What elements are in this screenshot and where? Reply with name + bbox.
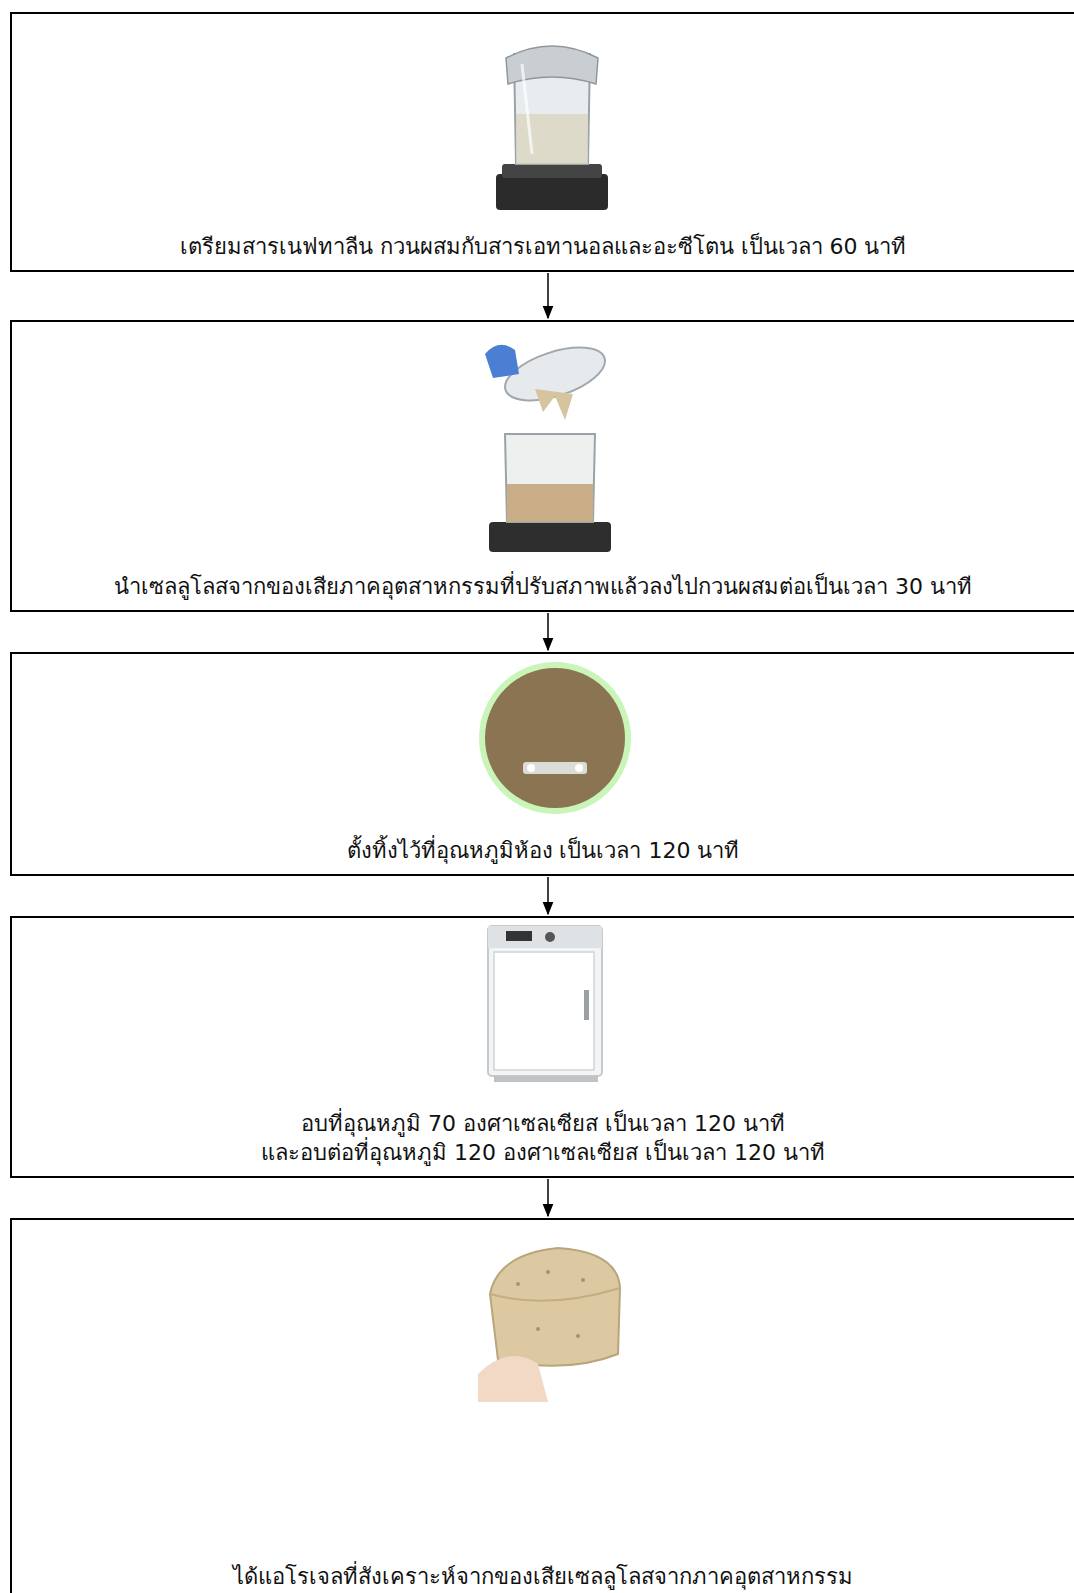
slide-spot <box>575 764 583 772</box>
flow-arrow <box>547 1179 549 1216</box>
process-box: เตรียมสารเนฟทาลีน กวนผสมกับสารเอทานอลและ… <box>10 12 1074 272</box>
oven-feet <box>494 1076 598 1082</box>
flow-arrow <box>547 613 549 650</box>
aerogel-photo <box>478 1224 628 1404</box>
process-box: อบที่อุณหภูมิ 70 องศาเซลเซียส เป็นเวลา 1… <box>10 916 1074 1178</box>
beaker-liquid <box>507 484 593 522</box>
oven-body <box>488 926 602 1076</box>
aerogel-block <box>490 1248 620 1366</box>
glass-highlight <box>522 64 532 154</box>
step-text: ตั้งทิ้งไว้ที่อุณหภูมิห้อง เป็นเวลา 120 … <box>42 836 1044 866</box>
process-box: นำเซลลูโลสจากของเสียภาคอุตสาหกรรมที่ปรับ… <box>10 320 1074 612</box>
hand <box>478 1356 548 1402</box>
dish-photo <box>475 658 635 818</box>
beaker-liquid <box>516 114 588 164</box>
step-text: อบที่อุณหภูมิ 70 องศาเซลเซียส เป็นเวลา 1… <box>42 1109 1044 1139</box>
step-text: และอบต่อที่อุณหภูมิ 120 องศาเซลเซียส เป็… <box>42 1138 1044 1168</box>
oven-door <box>494 952 594 1070</box>
stirrer-plate <box>496 174 608 210</box>
oven-panel <box>488 926 602 948</box>
pouring-photo <box>485 334 615 554</box>
glove <box>485 345 519 378</box>
beaker-glass <box>505 434 595 522</box>
flow-arrow <box>547 877 549 914</box>
aerogel-pore <box>536 1327 540 1331</box>
aerogel-pore <box>516 1282 520 1286</box>
foil-cover <box>506 46 598 84</box>
step-text: เตรียมสารเนฟทาลีน กวนผสมกับสารเอทานอลและ… <box>42 232 1044 262</box>
dish-rim <box>479 662 631 814</box>
stirrer-top <box>502 164 602 178</box>
oven-display <box>506 931 532 941</box>
dish-content <box>485 668 625 808</box>
cellulose-flakes <box>535 389 573 420</box>
glass-slide <box>523 762 587 774</box>
beaker-photo <box>492 24 612 214</box>
step-text: ได้แอโรเจลที่สังเคราะห์จากของเสียเซลลูโล… <box>42 1562 1044 1592</box>
aerogel-pore <box>576 1334 580 1338</box>
flow-arrow <box>547 273 549 318</box>
oven-photo <box>480 920 610 1090</box>
step-text: นำเซลลูโลสจากของเสียภาคอุตสาหกรรมที่ปรับ… <box>42 572 1044 602</box>
stirrer-plate <box>489 522 611 552</box>
oven-handle <box>584 990 589 1020</box>
process-box: ตั้งทิ้งไว้ที่อุณหภูมิห้อง เป็นเวลา 120 … <box>10 652 1074 876</box>
slide-spot <box>527 764 535 772</box>
aerogel-edge <box>490 1288 620 1301</box>
aerogel-pore <box>546 1270 550 1274</box>
aerogel-pore <box>581 1278 585 1282</box>
process-box: ได้แอโรเจลที่สังเคราะห์จากของเสียเซลลูโล… <box>10 1218 1074 1593</box>
oven-knob <box>545 932 555 942</box>
